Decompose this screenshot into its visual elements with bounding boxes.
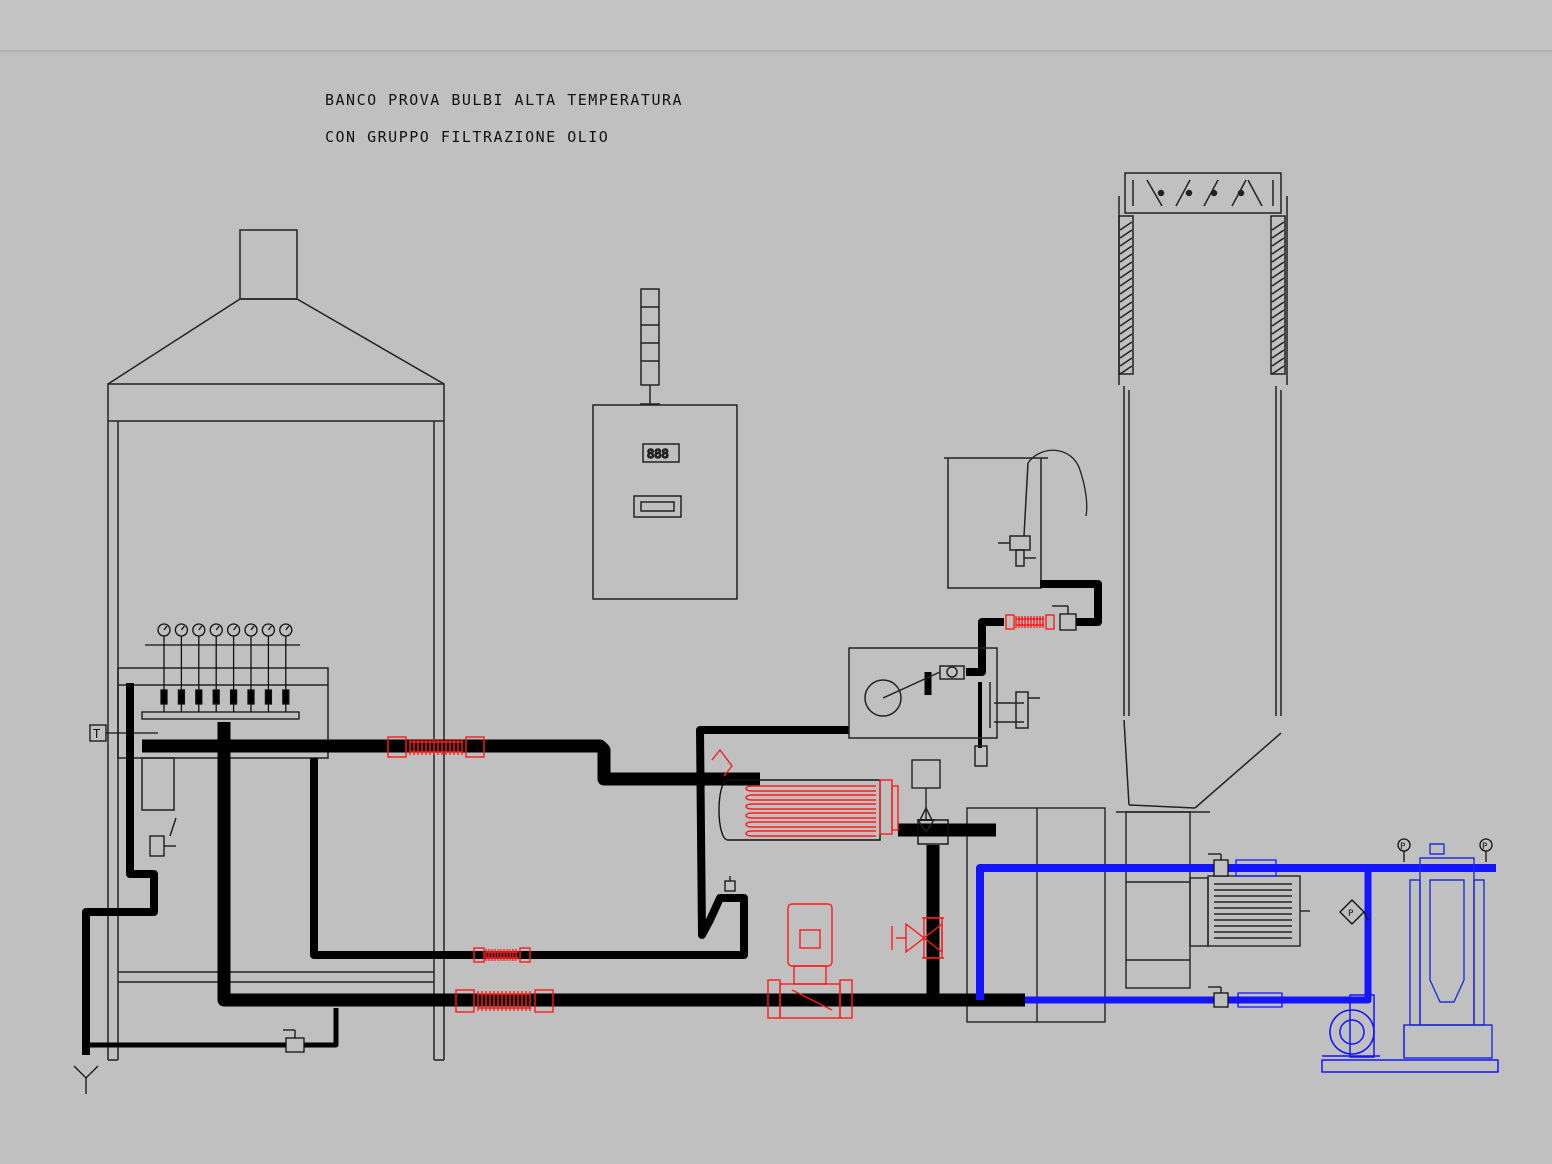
oil-pump — [1321, 994, 1499, 1073]
svg-text:T: T — [93, 727, 100, 741]
bulb-gauge-array — [141, 623, 300, 720]
deaerator-vessel — [848, 647, 1040, 767]
oil-return-line — [1025, 868, 1372, 1004]
fan-scroll — [1125, 811, 1191, 989]
fan-motor — [1207, 875, 1301, 947]
pressure-tag-2: P — [1482, 842, 1488, 852]
pressure-gauge-icon — [157, 623, 171, 712]
globe-valve — [891, 917, 944, 959]
control-cabinet — [592, 404, 738, 600]
hood-chimney — [239, 229, 298, 300]
top-toolbar-strip — [0, 0, 1552, 52]
vent-valve — [724, 876, 736, 892]
oil-supply-line — [976, 864, 1496, 1000]
expansion-tank — [944, 449, 1088, 589]
drain-symbol — [73, 1065, 99, 1094]
silencer-right — [1270, 215, 1286, 375]
pressure-tag-3: P — [1348, 909, 1354, 919]
pressure-gauge-icon — [192, 623, 206, 712]
thermometer-tag: T — [89, 724, 158, 742]
drain-line — [82, 683, 158, 1055]
display-digits: 888 — [647, 447, 669, 461]
damper-box — [1124, 172, 1282, 214]
red-components — [387, 614, 1055, 1019]
pressure-gauge-icon — [244, 623, 258, 712]
expansion-joint-bottom — [455, 989, 554, 1013]
pressure-gauge-icon — [261, 623, 276, 712]
fan-casing — [966, 807, 1106, 1023]
main-return-line — [217, 722, 1025, 1007]
oil-filter-unit — [1403, 843, 1493, 1059]
ball-valve-drain — [283, 1029, 305, 1053]
bath-sump — [141, 757, 175, 811]
damper-blades — [1146, 179, 1263, 207]
expansion-joint-top — [387, 736, 485, 758]
hood-base — [107, 383, 445, 422]
circulation-pump — [767, 903, 853, 1019]
hood-cone — [107, 298, 445, 385]
pressure-tag-1: P — [1400, 842, 1406, 852]
ball-valve-tank — [1052, 605, 1077, 631]
exhaust-stack — [1116, 172, 1288, 813]
oil-filtration-circuit — [976, 843, 1499, 1073]
ball-valves — [149, 605, 1229, 1053]
ball-valve-oil-supply — [1208, 853, 1229, 877]
signal-tower — [640, 288, 660, 386]
title-line-2: CON GRUPPO FILTRAZIONE OLIO — [325, 128, 609, 146]
pressure-gauge-icon — [279, 623, 293, 712]
heater-bundle — [711, 748, 899, 841]
pressure-switch — [1339, 899, 1369, 925]
extraction-fan — [966, 807, 1310, 1023]
digital-display — [642, 443, 680, 463]
silencer-left — [1118, 215, 1134, 375]
control-panel: 888 — [592, 288, 738, 600]
ball-valve-oil-return — [1208, 986, 1229, 1008]
ball-valve-sump — [149, 817, 177, 857]
pressure-gauge-icon — [174, 623, 189, 712]
oil-fittings — [1235, 859, 1283, 1008]
expansion-joint-tank — [1005, 614, 1055, 630]
secondary-return-line — [310, 726, 849, 959]
title-line-1: BANCO PROVA BULBI ALTA TEMPERATURA — [325, 91, 683, 109]
controller-screen — [633, 495, 682, 518]
pressure-gauge-icon — [226, 623, 241, 712]
process-piping — [82, 580, 1102, 1055]
three-way-valve — [911, 759, 949, 845]
expansion-joint-middle — [473, 947, 531, 963]
pressure-gauge-icon — [209, 623, 223, 712]
pressure-gauges: P P P — [1348, 838, 1493, 919]
